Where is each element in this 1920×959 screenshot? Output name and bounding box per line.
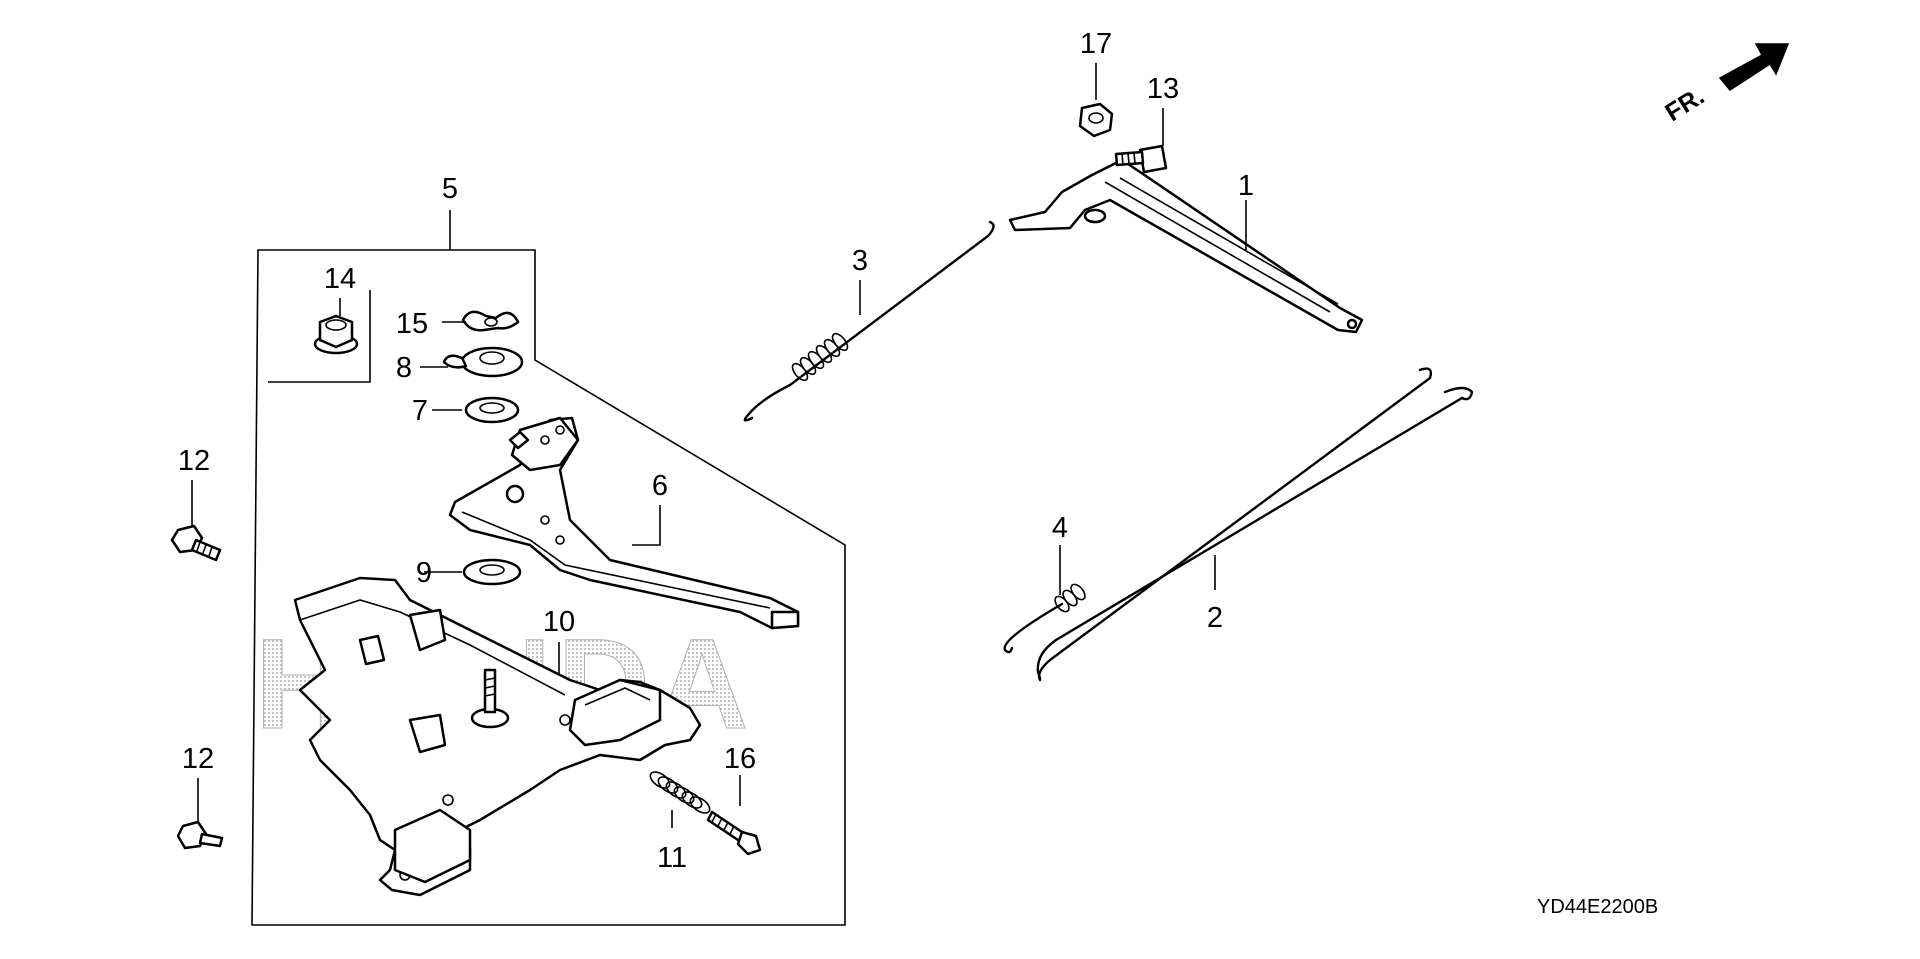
- callout-5: 5: [442, 173, 458, 205]
- part-1-lever-arm: [1008, 158, 1364, 334]
- callout-9: 9: [416, 557, 432, 589]
- part-3-spring-rod: [743, 220, 995, 422]
- part-2-rod: [1036, 367, 1474, 682]
- part-4-spring: [1003, 583, 1086, 654]
- callout-17: 17: [1080, 28, 1112, 60]
- part-13-bolt: [1114, 144, 1168, 174]
- part-7-washer: [464, 396, 520, 424]
- part-12-bolt-upper: [170, 524, 222, 562]
- callout-16: 16: [724, 743, 756, 775]
- part-9-washer: [462, 558, 522, 586]
- part-10-bracket: [293, 576, 702, 897]
- callout-11: 11: [657, 842, 687, 874]
- front-arrow-icon: [1718, 43, 1790, 91]
- callout-12-lower: 12: [182, 743, 214, 775]
- part-6-control-lever: [448, 416, 800, 630]
- callout-6: 6: [652, 470, 668, 502]
- callout-7: 7: [412, 395, 428, 427]
- callout-3: 3: [852, 245, 868, 277]
- callout-10: 10: [543, 606, 575, 638]
- callout-13: 13: [1147, 73, 1179, 105]
- part-11-spring: [649, 771, 711, 814]
- part-16-screw: [706, 810, 762, 856]
- front-label: FR.: [1660, 82, 1709, 127]
- part-17-nut: [1078, 102, 1114, 138]
- callout-2: 2: [1207, 602, 1223, 634]
- callout-8: 8: [396, 352, 412, 384]
- sub-frame-14: [268, 290, 371, 383]
- callout-12-upper: 12: [178, 445, 210, 477]
- drawing-code: YD44E2200B: [1537, 896, 1658, 918]
- leader-lines: [191, 63, 1247, 828]
- assembly-frame: [251, 249, 846, 926]
- part-15-wing-nut: [461, 310, 520, 332]
- part-14-flange-nut: [313, 314, 359, 355]
- front-direction-indicator: FR.: [1660, 43, 1790, 127]
- callout-14: 14: [324, 263, 356, 295]
- part-12-bolt-lower: [176, 820, 224, 850]
- part-8-plate: [442, 346, 524, 378]
- callout-4: 4: [1052, 512, 1068, 544]
- callout-1: 1: [1238, 170, 1254, 202]
- callout-15: 15: [396, 308, 428, 340]
